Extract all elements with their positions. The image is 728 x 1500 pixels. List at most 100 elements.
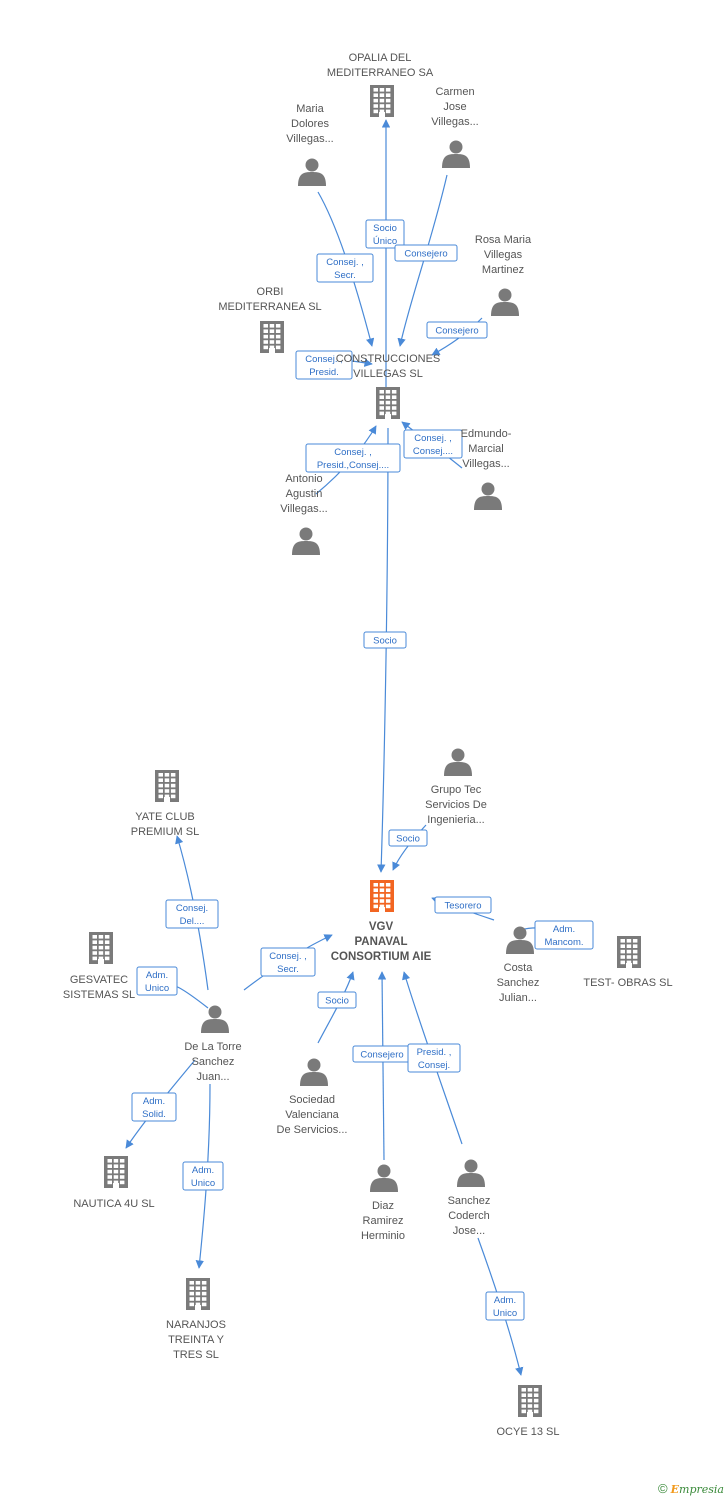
edge-diaz-to-vgv [377, 971, 387, 1161]
building-icon [518, 1385, 542, 1417]
building-icon [104, 1156, 128, 1188]
edge-label-maria-to-construcciones[interactable]: Consej. ,Secr. [316, 253, 374, 283]
node-testobras[interactable]: TEST- OBRAS SL [583, 936, 673, 989]
node-label: NARANJOS [166, 1319, 226, 1331]
node-label: PREMIUM SL [131, 826, 199, 838]
node-label: MEDITERRANEO SA [327, 67, 434, 79]
node-maria[interactable]: MariaDoloresVillegas... [286, 103, 334, 186]
edge-label-costa-to-vgv[interactable]: Tesorero [434, 896, 492, 914]
edge-label-text: Unico [145, 983, 169, 994]
node-antonio[interactable]: AntonioAgustinVillegas... [280, 473, 328, 555]
node-label: Maria [296, 103, 324, 115]
edge-label-orbi-to-construcciones[interactable]: Consej. , Presid. [295, 350, 353, 380]
edge-label-sociedad-to-vgv[interactable]: Socio [317, 991, 357, 1009]
node-label: Jose... [453, 1225, 485, 1237]
edge-label-delatorre-to-nautica[interactable]: Adm.Solid. [131, 1092, 177, 1122]
edge-label-sanchez-to-vgv[interactable]: Presid. , Consej. [407, 1043, 461, 1073]
edge-label-text: Presid. [309, 367, 339, 378]
edge-label-delatorre-to-gesvatec[interactable]: Adm. Unico [136, 966, 178, 996]
node-sanchez[interactable]: SanchezCoderchJose... [448, 1159, 491, 1238]
building-icon [89, 932, 113, 964]
edge-label-text: Consejero [435, 326, 478, 337]
person-icon [491, 288, 519, 316]
footer-branding: © Empresia [658, 1481, 724, 1496]
edge-label-text: Consej. , [305, 354, 343, 365]
node-label: Herminio [361, 1230, 405, 1242]
edge-grupotec-to-vgv [392, 824, 427, 871]
node-label: TRES SL [173, 1349, 219, 1361]
node-yate[interactable]: YATE CLUB PREMIUM SL [131, 770, 199, 838]
edge-label-text: Tesorero [445, 901, 482, 912]
edge-label-text: Consej. , [326, 257, 364, 268]
edge-label-text: Adm. [146, 970, 168, 981]
node-label: Villegas... [286, 133, 334, 145]
person-icon [457, 1159, 485, 1187]
node-label: Jose [443, 101, 466, 113]
edge-label-grupotec-to-vgv[interactable]: Socio [388, 829, 428, 847]
edge-label-rosa-to-construcciones[interactable]: Consejero [426, 321, 488, 339]
edge-construcciones-to-vgv [377, 427, 389, 873]
node-label: Antonio [285, 473, 322, 485]
edge-label-text: Presid. , [417, 1047, 452, 1058]
node-label: PANAVAL [354, 936, 407, 948]
edge-label-delatorre-to-yate[interactable]: Consej.Del.... [165, 899, 219, 929]
node-delatorre[interactable]: De La TorreSanchezJuan... [184, 1005, 242, 1084]
building-icon [370, 880, 394, 912]
node-label: Ramirez [363, 1215, 404, 1227]
edge-label-text: Consej. , [269, 951, 307, 962]
edge-label-sanchez-to-ocye[interactable]: Adm.Unico [485, 1291, 525, 1321]
edge-label-carmen-to-construcciones[interactable]: Consejero [394, 244, 458, 262]
node-label: MEDITERRANEA SL [218, 301, 321, 313]
edge-label-edmundo-to-construcciones[interactable]: Consej. ,Consej.... [403, 429, 463, 459]
person-icon [506, 926, 534, 954]
building-icon [260, 321, 284, 353]
person-icon [370, 1164, 398, 1192]
brand-logo[interactable]: Empresia [670, 1483, 724, 1496]
node-label: De La Torre [184, 1041, 241, 1053]
person-icon [444, 748, 472, 776]
edge-label-diaz-to-vgv[interactable]: Consejero [352, 1045, 412, 1063]
node-label: YATE CLUB [135, 811, 195, 823]
node-label: Villegas... [462, 458, 510, 470]
node-label: Diaz [372, 1200, 394, 1212]
node-label: TEST- OBRAS SL [583, 977, 672, 989]
node-costa[interactable]: CostaSanchezJulian... [497, 926, 540, 1005]
person-icon [474, 482, 502, 510]
node-label: Sanchez [497, 977, 540, 989]
node-label: Dolores [291, 118, 329, 130]
edge-label-delatorre-to-naranjos[interactable]: Adm.Unico [182, 1161, 224, 1191]
edge-label-construcciones-to-vgv[interactable]: Socio [363, 631, 407, 649]
person-icon [292, 527, 320, 555]
node-nautica[interactable]: NAUTICA 4U SL [73, 1156, 155, 1210]
edge-label-antonio-to-construcciones[interactable]: Consej. ,Presid.,Consej.... [305, 443, 401, 473]
edge-label-text: Secr. [277, 964, 299, 975]
node-label: Villegas [484, 249, 523, 261]
node-label: Edmundo- [461, 428, 512, 440]
node-ocye[interactable]: OCYE 13 SL [497, 1385, 560, 1438]
node-label: Servicios De [425, 799, 487, 811]
edge-label-costa-to-testobras[interactable]: Adm.Mancom. [534, 920, 594, 950]
edge-label-text: Del.... [180, 916, 205, 927]
edge-label-text: Consej. [418, 1060, 450, 1071]
edge-label-text: Consejero [360, 1050, 403, 1061]
edge-label-text: Solid. [142, 1109, 166, 1120]
node-label: Costa [504, 962, 534, 974]
node-label: NAUTICA 4U SL [73, 1198, 154, 1210]
edge-label-text: Unico [191, 1178, 215, 1189]
building-icon [376, 387, 400, 419]
node-edmundo[interactable]: Edmundo-MarcialVillegas... [461, 428, 512, 510]
edge-label-delatorre-to-vgv[interactable]: Consej. , Secr. [260, 947, 316, 977]
node-carmen[interactable]: CarmenJoseVillegas... [431, 86, 479, 168]
